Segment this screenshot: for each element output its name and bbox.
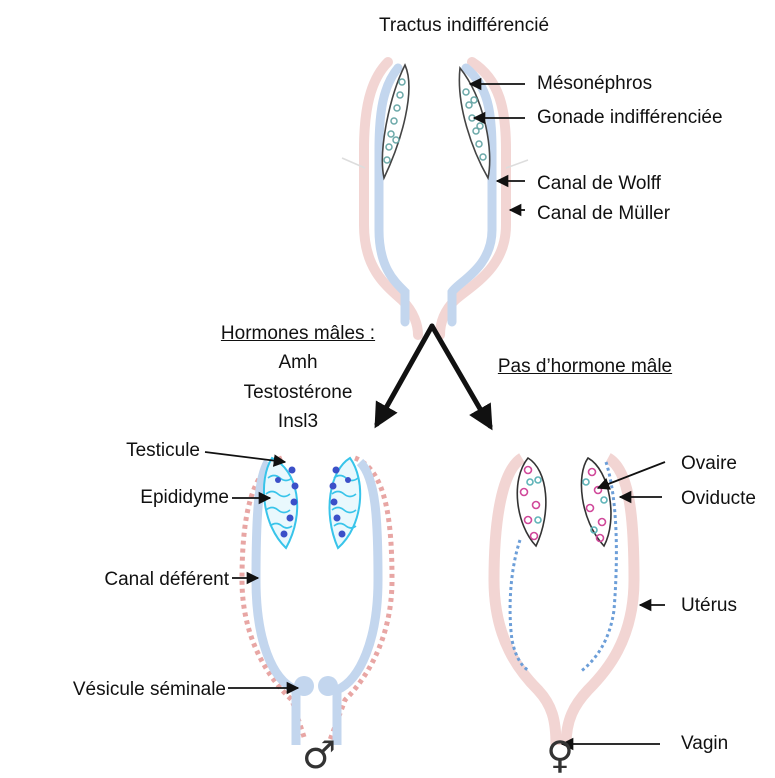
label-wolff: Canal de Wolff bbox=[537, 173, 661, 195]
label-vesicule: Vésicule séminale bbox=[73, 679, 226, 701]
label-female-header: Pas d’hormone mâle bbox=[498, 356, 672, 378]
diagram-title: Tractus indifférencié bbox=[379, 15, 549, 37]
arrow-to-male bbox=[377, 326, 432, 424]
label-gonade: Gonade indifférenciée bbox=[537, 107, 723, 129]
indifferent-tract bbox=[342, 62, 528, 335]
label-testicule: Testicule bbox=[126, 440, 200, 462]
seminal-vesicle-left bbox=[294, 676, 314, 696]
label-canal-deferent: Canal déférent bbox=[104, 569, 229, 591]
arrow-testicule bbox=[205, 452, 285, 462]
label-hormone-amh: Amh bbox=[278, 352, 317, 374]
branch-arrows bbox=[377, 326, 490, 426]
label-hormone-testosterone: Testostérone bbox=[244, 382, 353, 404]
label-uterus: Utérus bbox=[681, 595, 737, 617]
label-muller: Canal de Müller bbox=[537, 203, 670, 225]
male-symbol: ♂ bbox=[302, 735, 336, 775]
label-male-header: Hormones mâles : bbox=[221, 323, 375, 345]
seminal-vesicle-right bbox=[318, 676, 338, 696]
label-mesonephros: Mésonéphros bbox=[537, 73, 652, 95]
label-ovaire: Ovaire bbox=[681, 453, 737, 475]
label-vagin: Vagin bbox=[681, 733, 728, 755]
female-symbol: ♀ bbox=[546, 735, 574, 775]
female-tract bbox=[494, 458, 634, 745]
label-hormone-insl3: Insl3 bbox=[278, 411, 318, 433]
arrow-to-female bbox=[432, 326, 490, 426]
label-epididyme: Epididyme bbox=[140, 487, 229, 509]
male-tract bbox=[242, 458, 392, 745]
label-oviducte: Oviducte bbox=[681, 488, 756, 510]
